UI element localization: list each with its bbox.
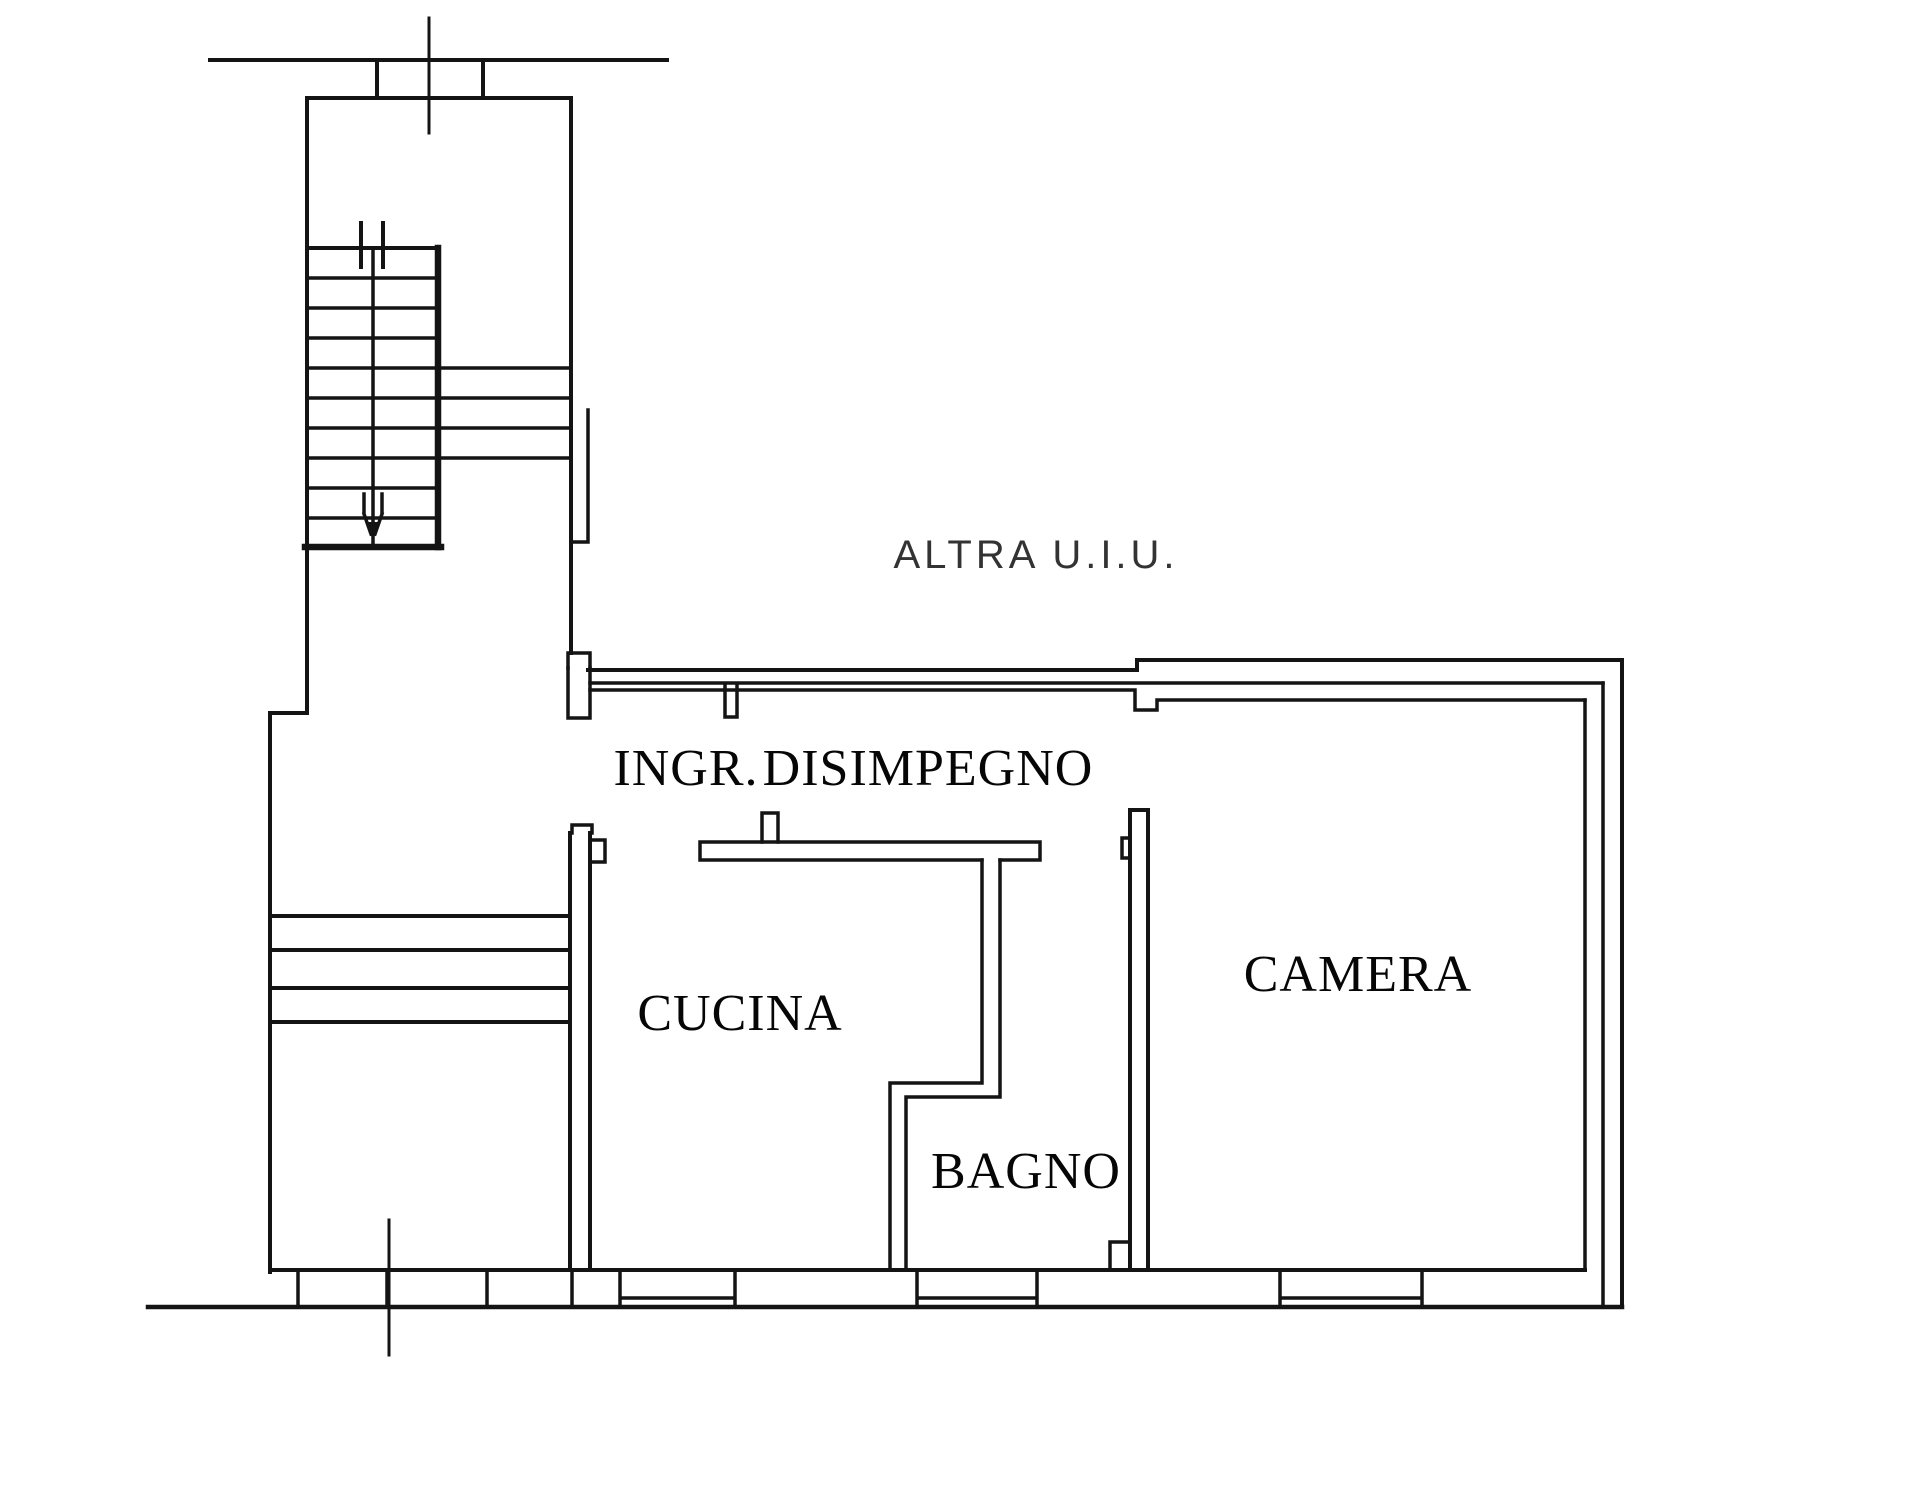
entry-door-jamb-tab: [588, 838, 607, 864]
room-label-bagno: BAGNO: [931, 1143, 1121, 1200]
section-cut-ticks: [359, 221, 385, 269]
ingresso-left-wall-upper: [566, 666, 592, 720]
top-wall-outer: [586, 658, 1624, 672]
room-label-camera: CAMERA: [1244, 946, 1472, 1003]
cucina-bagno-wall: [888, 858, 1002, 1272]
window-cucina: [618, 1268, 737, 1307]
left-wall-lower: [568, 831, 592, 1272]
cucina-top-wall: [698, 840, 1042, 862]
camera-divider-wall: [1128, 808, 1150, 1272]
stairwell-outline: [268, 96, 573, 1274]
stairs-down-arrow-icon: [361, 492, 385, 541]
stair-treads: [305, 276, 573, 520]
roof-box: [375, 58, 485, 100]
corner-step: [566, 651, 592, 670]
entry-steps: [268, 914, 572, 1024]
window-bagno: [915, 1268, 1039, 1307]
bagno-door-jamb: [1120, 836, 1132, 860]
handrail-hook: [569, 408, 590, 544]
top-wall-inner: [588, 688, 1587, 712]
room-label-disimpegno: DISIMPEGNO: [763, 740, 1094, 797]
room-label-ingresso: INGR.: [613, 740, 758, 797]
room-label-cucina: CUCINA: [637, 985, 842, 1042]
footings: [296, 1268, 574, 1309]
divider-foot-notch: [1108, 1240, 1132, 1272]
annotation-altra-uiu: ALTRA U.I.U.: [893, 533, 1178, 577]
window-camera: [1278, 1268, 1424, 1307]
ingresso-disimpegno-opening-jambs: [723, 684, 780, 844]
stairwell-building: [208, 58, 669, 1309]
apartment: [270, 651, 1624, 1307]
